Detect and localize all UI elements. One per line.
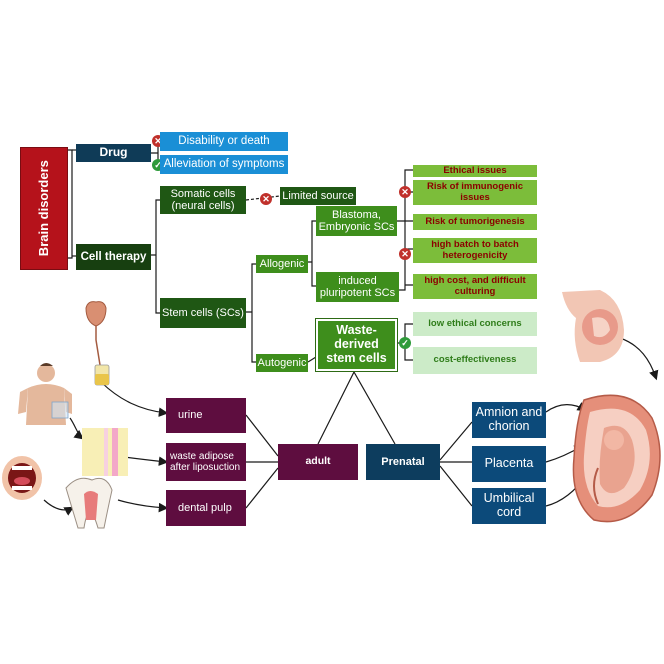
cell-therapy-node: Cell therapy: [76, 244, 151, 270]
pregnant-belly-illustration: [562, 290, 624, 362]
ipsc-node: induced pluripotent SCs: [316, 272, 399, 302]
issue-tumorigenesis: Risk of tumorigenesis: [413, 214, 537, 230]
issue-heterogenicity: high batch to batch heterogenicity: [413, 238, 537, 263]
patient-illustration: [18, 363, 72, 425]
bladder-illustration: [85, 301, 110, 386]
source-dental-pulp: dental pulp: [166, 490, 246, 526]
autogenic-node: Autogenic: [256, 354, 308, 372]
check-circle-icon: ✓: [399, 337, 411, 349]
prenatal-node: Prenatal: [366, 444, 440, 480]
allogenic-node: Allogenic: [256, 255, 308, 273]
drug-node: Drug: [76, 144, 151, 162]
source-urine: urine: [166, 398, 246, 433]
source-amnion-chorion: Amnion and chorion: [472, 402, 546, 438]
x-circle-icon: ✕: [260, 193, 272, 205]
issue-immunogenic: Risk of immunogenic issues: [413, 180, 537, 205]
source-umbilical-cord: Umbilical cord: [472, 488, 546, 524]
uterus-fetus-illustration: [572, 394, 661, 523]
source-placenta: Placenta: [472, 446, 546, 482]
drug-outcome-death: Disability or death: [160, 132, 288, 151]
somatic-cells-node: Somatic cells (neural cells): [160, 186, 246, 214]
drug-label: Drug: [99, 145, 128, 160]
adult-node: adult: [278, 444, 358, 480]
stem-cells-node: Stem cells (SCs): [160, 298, 246, 328]
adipose-tissue-illustration: [82, 428, 128, 476]
waste-derived-node: Waste-derived stem cells: [315, 318, 398, 372]
x-circle-icon: ✕: [399, 248, 411, 260]
issue-ethical: Ethical issues: [413, 165, 537, 177]
root-label: Brain disorders: [35, 160, 51, 257]
issue-cost: high cost, and difficult culturing: [413, 274, 537, 299]
blastoma-node: Blastoma, Embryonic SCs: [316, 206, 397, 236]
drug-outcome-alleviation: Alleviation of symptoms: [160, 155, 288, 174]
benefit-ethical: low ethical concerns: [413, 312, 537, 336]
mouth-illustration: [2, 456, 42, 500]
root-node: Brain disorders: [20, 147, 68, 270]
limited-source-node: Limited source: [280, 187, 356, 205]
x-circle-icon: ✕: [399, 186, 411, 198]
source-adipose: waste adipose after liposuction: [166, 443, 246, 481]
tooth-illustration: [65, 477, 113, 529]
benefit-cost: cost-effectiveness: [413, 347, 537, 374]
